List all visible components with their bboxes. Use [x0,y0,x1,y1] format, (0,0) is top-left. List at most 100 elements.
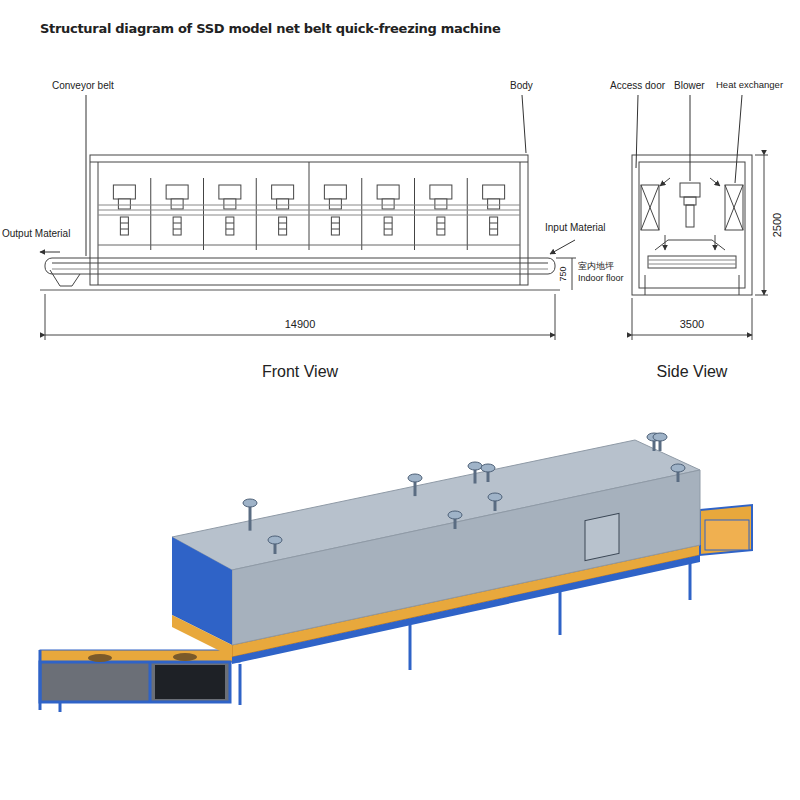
drawing-part [40,650,240,662]
drawing-part [120,223,128,224]
drawing-part [483,185,505,199]
drawing-part [550,240,575,254]
drawing-part [86,95,87,256]
drawing-part [632,335,752,336]
drawing-part [384,217,392,235]
drawing-part [648,256,736,268]
drawing-part [660,178,670,186]
drawing-part [700,505,752,555]
drawing-part [39,650,42,710]
drawing-part [329,199,341,209]
drawing-part [585,513,619,560]
front-view [40,95,576,340]
drawing-part [173,229,181,230]
drawing-part [277,199,289,209]
drawing-part [45,335,555,336]
drawing-part [249,507,252,531]
drawing-part [331,223,339,224]
drawing-part [279,223,287,224]
drawing-part [639,162,745,288]
drawing-part [556,258,576,259]
drawing-part [155,665,225,699]
drawing-part [203,178,204,250]
drawing-part [90,155,528,285]
drawing-part [648,260,736,261]
view-caption: Side View [657,363,728,381]
title-text: Structural diagram of SSD model net belt… [40,22,500,36]
dimension-text: 750 [559,266,569,281]
drawing-part [173,217,181,235]
drawing-part [520,162,521,285]
drawing-part [481,464,495,472]
blower-row [113,178,504,250]
drawing-part [645,275,646,295]
drawing-part [52,269,548,270]
drawing-part [226,223,234,224]
drawing-part [408,474,422,482]
drawing-part [224,199,236,209]
drawing-part [98,215,520,216]
part-label: Blower [674,80,705,91]
drawing-part [118,199,130,209]
drawing-part [171,199,183,209]
drawing-part [454,519,457,529]
part-label: Access door [610,80,665,91]
drawing-part [377,185,399,199]
drawing-part [572,258,573,290]
drawing-part [384,229,392,230]
drawing-part [173,223,181,224]
drawing-part [448,511,462,519]
drawing-part [653,441,656,451]
drawing-part [274,544,277,554]
drawing-part [490,229,498,230]
drawing-part [88,654,112,662]
drawing-part [488,493,502,501]
drawing-part [437,223,445,224]
drawing-part [725,185,743,230]
drawing-part [239,664,242,705]
dimension-text: 2500 [771,213,783,237]
knob-row [243,433,685,554]
drawing-part [361,178,362,250]
drawing-part [677,472,680,482]
drawing-part [764,155,765,295]
dimension-text: 3500 [680,318,704,330]
drawing-part [414,178,415,250]
drawing-part [467,178,468,250]
drawing-part [494,501,497,511]
drawing-part [684,197,696,205]
drawing-part [437,217,445,235]
flow-label: Input Material [545,222,606,233]
drawing-part [309,162,310,250]
drawing-part [430,185,452,199]
drawing-part [279,229,287,230]
drawing-part [219,185,241,199]
drawing-part [331,217,339,235]
drawing-part [705,520,749,550]
drawing-part [272,185,294,199]
drawing-part [98,205,520,206]
view-caption: Front View [262,363,338,381]
floor-label: Indoor floor [578,274,624,284]
drawing-part [641,185,659,230]
drawing-part [725,185,743,230]
drawing-part [226,229,234,230]
drawing-part [384,223,392,224]
drawing-part [555,294,556,340]
drawing-part [665,235,666,250]
drawing-part [113,185,135,199]
drawing-part [150,178,151,250]
drawing-part [52,263,548,264]
drawing-part [488,199,500,209]
drawing-part [40,662,230,702]
drawing-part [98,162,99,285]
drawing-part [226,217,234,235]
drawing-part [739,275,740,295]
drawing-part [659,441,662,451]
drawing-part [715,235,716,250]
drawing-part [243,499,257,507]
drawing-part [98,210,520,211]
drawing-part [632,298,633,340]
drawing-part [120,217,128,235]
